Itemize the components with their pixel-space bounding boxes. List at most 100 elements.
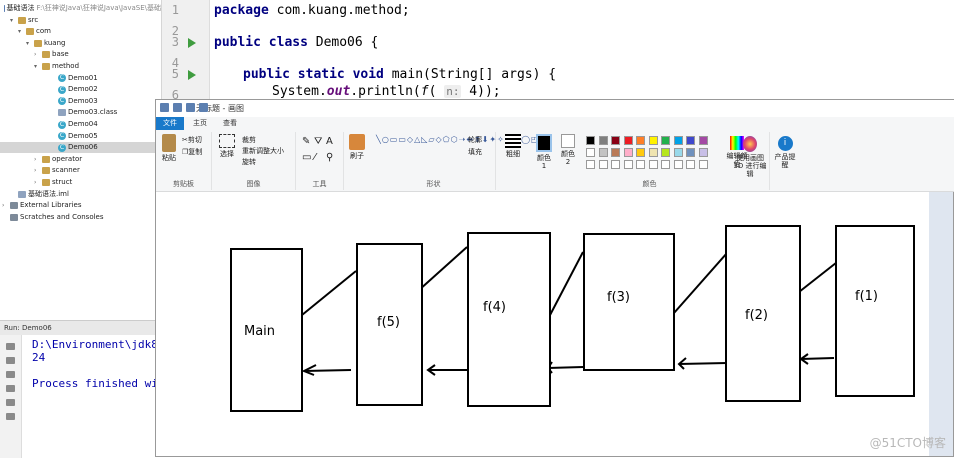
palette-swatch[interactable] <box>599 136 608 145</box>
console-tab[interactable]: Run: Demo06 <box>0 321 155 335</box>
custom-color-slot[interactable] <box>624 160 633 169</box>
tab-file[interactable]: 文件 <box>156 117 184 130</box>
select-button[interactable]: 选择 <box>216 134 238 158</box>
chevron-icon[interactable]: ▾ <box>10 15 16 26</box>
run-class-icon[interactable] <box>188 38 196 48</box>
code-editor[interactable]: package com.kuang.method; public class D… <box>212 0 954 100</box>
crop-button[interactable]: 裁剪 <box>242 136 256 144</box>
palette-swatch[interactable] <box>661 136 670 145</box>
custom-color-slot[interactable] <box>699 160 708 169</box>
size-button[interactable]: 粗细 <box>502 134 524 158</box>
tree-item[interactable]: › External Libraries <box>0 200 161 211</box>
palette-swatch[interactable] <box>611 136 620 145</box>
color1-button[interactable]: 颜色 1 <box>534 134 554 170</box>
palette-swatch[interactable] <box>699 148 708 157</box>
custom-color-slot[interactable] <box>686 160 695 169</box>
tree-item-label: External Libraries <box>20 200 82 211</box>
palette-swatch[interactable] <box>636 148 645 157</box>
fill-icon[interactable]: ⛛ <box>314 138 322 146</box>
eraser-icon[interactable]: ▭ <box>302 154 311 162</box>
chevron-icon[interactable]: › <box>34 177 40 188</box>
custom-color-slot[interactable] <box>661 160 670 169</box>
chevron-icon[interactable]: › <box>34 165 40 176</box>
palette-swatch[interactable] <box>624 148 633 157</box>
tree-item[interactable]: ›struct <box>0 177 161 188</box>
custom-color-slot[interactable] <box>674 160 683 169</box>
redo-icon[interactable] <box>199 103 208 112</box>
palette-swatch[interactable] <box>586 136 595 145</box>
palette-swatch[interactable] <box>649 136 658 145</box>
palette-swatch[interactable] <box>699 136 708 145</box>
tree-item[interactable]: ▾kuang <box>0 38 161 49</box>
tree-item[interactable]: ▾com <box>0 26 161 37</box>
paint3d-button[interactable]: 使用画图 3D 进行编辑 <box>730 136 770 178</box>
up-icon[interactable] <box>6 343 15 350</box>
custom-color-slot[interactable] <box>649 160 658 169</box>
chevron-icon[interactable]: › <box>2 200 8 211</box>
outline-button[interactable]: 轮廓 <box>468 136 482 144</box>
custom-color-slot[interactable] <box>599 160 608 169</box>
print-icon[interactable] <box>6 385 15 392</box>
palette-swatch[interactable] <box>611 148 620 157</box>
fill-button[interactable]: 填充 <box>468 148 482 156</box>
palette-swatch[interactable] <box>686 136 695 145</box>
tree-item[interactable]: ›scanner <box>0 165 161 176</box>
custom-color-slot[interactable] <box>611 160 620 169</box>
editor-gutter: 1 2 3 4 5 6 <box>162 0 210 100</box>
color2-button[interactable]: 颜色 2 <box>558 134 578 166</box>
undo-icon[interactable] <box>186 103 195 112</box>
tree-item[interactable]: 基础语法.iml <box>0 189 161 200</box>
chevron-icon[interactable]: ▾ <box>26 38 32 49</box>
palette-swatch[interactable] <box>661 148 670 157</box>
tree-item[interactable]: Demo03.class <box>0 107 161 118</box>
palette-swatch[interactable] <box>674 148 683 157</box>
tree-item[interactable]: ›operator <box>0 154 161 165</box>
save-icon[interactable] <box>173 103 182 112</box>
palette-swatch[interactable] <box>649 148 658 157</box>
product-alert-button[interactable]: i 产品提醒 <box>774 136 796 169</box>
resize-button[interactable]: 重新调整大小 <box>242 147 284 155</box>
drawing-canvas[interactable]: Main f(5) f(4) f(3) f(2) f(1) <box>156 192 929 456</box>
tab-view[interactable]: 查看 <box>216 117 244 130</box>
magnifier-icon[interactable]: ⚲ <box>326 154 333 162</box>
pin-icon[interactable] <box>6 399 15 406</box>
chevron-icon[interactable]: › <box>34 49 40 60</box>
palette-swatch[interactable] <box>674 136 683 145</box>
shapes-gallery[interactable]: ╲○▭▭◇△◺▱◇⬠⬡➝⬅⬆⬇✦✧✩▭◯◰❧ <box>376 135 462 167</box>
trash-icon[interactable] <box>6 413 15 420</box>
tab-home[interactable]: 主页 <box>186 117 214 130</box>
palette-swatch[interactable] <box>686 148 695 157</box>
custom-color-slot[interactable] <box>586 160 595 169</box>
color-picker-icon[interactable]: ⁄ <box>314 154 316 162</box>
copy-button[interactable]: ❐复制 <box>182 148 202 156</box>
wrap-icon[interactable] <box>6 371 15 378</box>
rotate-button[interactable]: 旋转 <box>242 158 256 166</box>
palette-swatch[interactable] <box>636 136 645 145</box>
paint3d-icon <box>743 136 757 152</box>
tree-item[interactable]: Scratches and Consoles <box>0 212 161 223</box>
chevron-icon[interactable]: ▾ <box>18 26 24 37</box>
pencil-icon[interactable]: ✎ <box>302 138 310 146</box>
chevron-icon[interactable]: › <box>34 154 40 165</box>
palette-swatch[interactable] <box>599 148 608 157</box>
paste-button[interactable]: 粘贴 <box>159 134 179 162</box>
tree-item[interactable]: ▾method <box>0 61 161 72</box>
custom-color-slot[interactable] <box>636 160 645 169</box>
chevron-icon[interactable]: ▾ <box>34 61 40 72</box>
palette-swatch[interactable] <box>624 136 633 145</box>
text-icon[interactable]: A <box>326 138 333 146</box>
brush-button[interactable]: 刷子 <box>346 134 368 160</box>
run-main-icon[interactable] <box>188 70 196 80</box>
cut-button[interactable]: ✂剪切 <box>182 136 202 144</box>
down-icon[interactable] <box>6 357 15 364</box>
palette-swatch[interactable] <box>586 148 595 157</box>
tree-item[interactable]: ▾src <box>0 15 161 26</box>
tree-item[interactable]: ›base <box>0 49 161 60</box>
